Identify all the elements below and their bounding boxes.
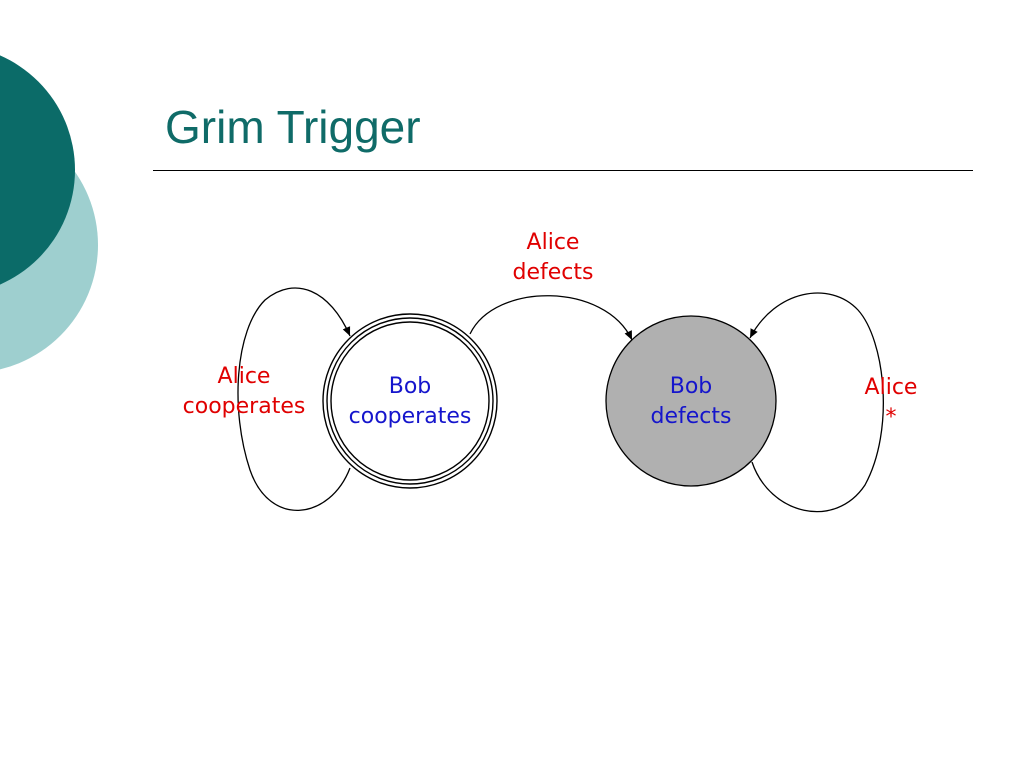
transition-label-line: Alice	[217, 364, 271, 389]
transition-label-line: Alice	[864, 375, 918, 400]
state-label-cooperates: Bob cooperates	[349, 372, 472, 432]
state-label-line: cooperates	[348, 404, 472, 429]
transition-label-line: defects	[512, 260, 594, 285]
transition-label-alice-any: Alice *	[865, 373, 918, 433]
dark-teal-circle	[0, 55, 75, 285]
transition-label-alice-cooperates: Alice cooperates	[183, 362, 306, 422]
slide-title: Grim Trigger	[165, 101, 421, 153]
state-label-line: defects	[650, 404, 732, 429]
state-label-line: Bob	[669, 374, 713, 399]
title-divider	[153, 170, 973, 171]
state-label-defects: Bob defects	[651, 372, 732, 432]
transition-label-line: Alice	[526, 230, 580, 255]
transition-arrow-defect	[469, 295, 633, 341]
state-label-line: Bob	[388, 374, 432, 399]
state-bob-defects	[605, 315, 777, 487]
self-loop-defect	[749, 292, 884, 513]
transition-label-line: *	[885, 405, 897, 430]
state-bob-cooperates	[322, 313, 498, 489]
transition-label-line: cooperates	[182, 394, 306, 419]
self-loop-cooperate	[237, 287, 351, 511]
transition-label-alice-defects: Alice defects	[513, 228, 594, 288]
